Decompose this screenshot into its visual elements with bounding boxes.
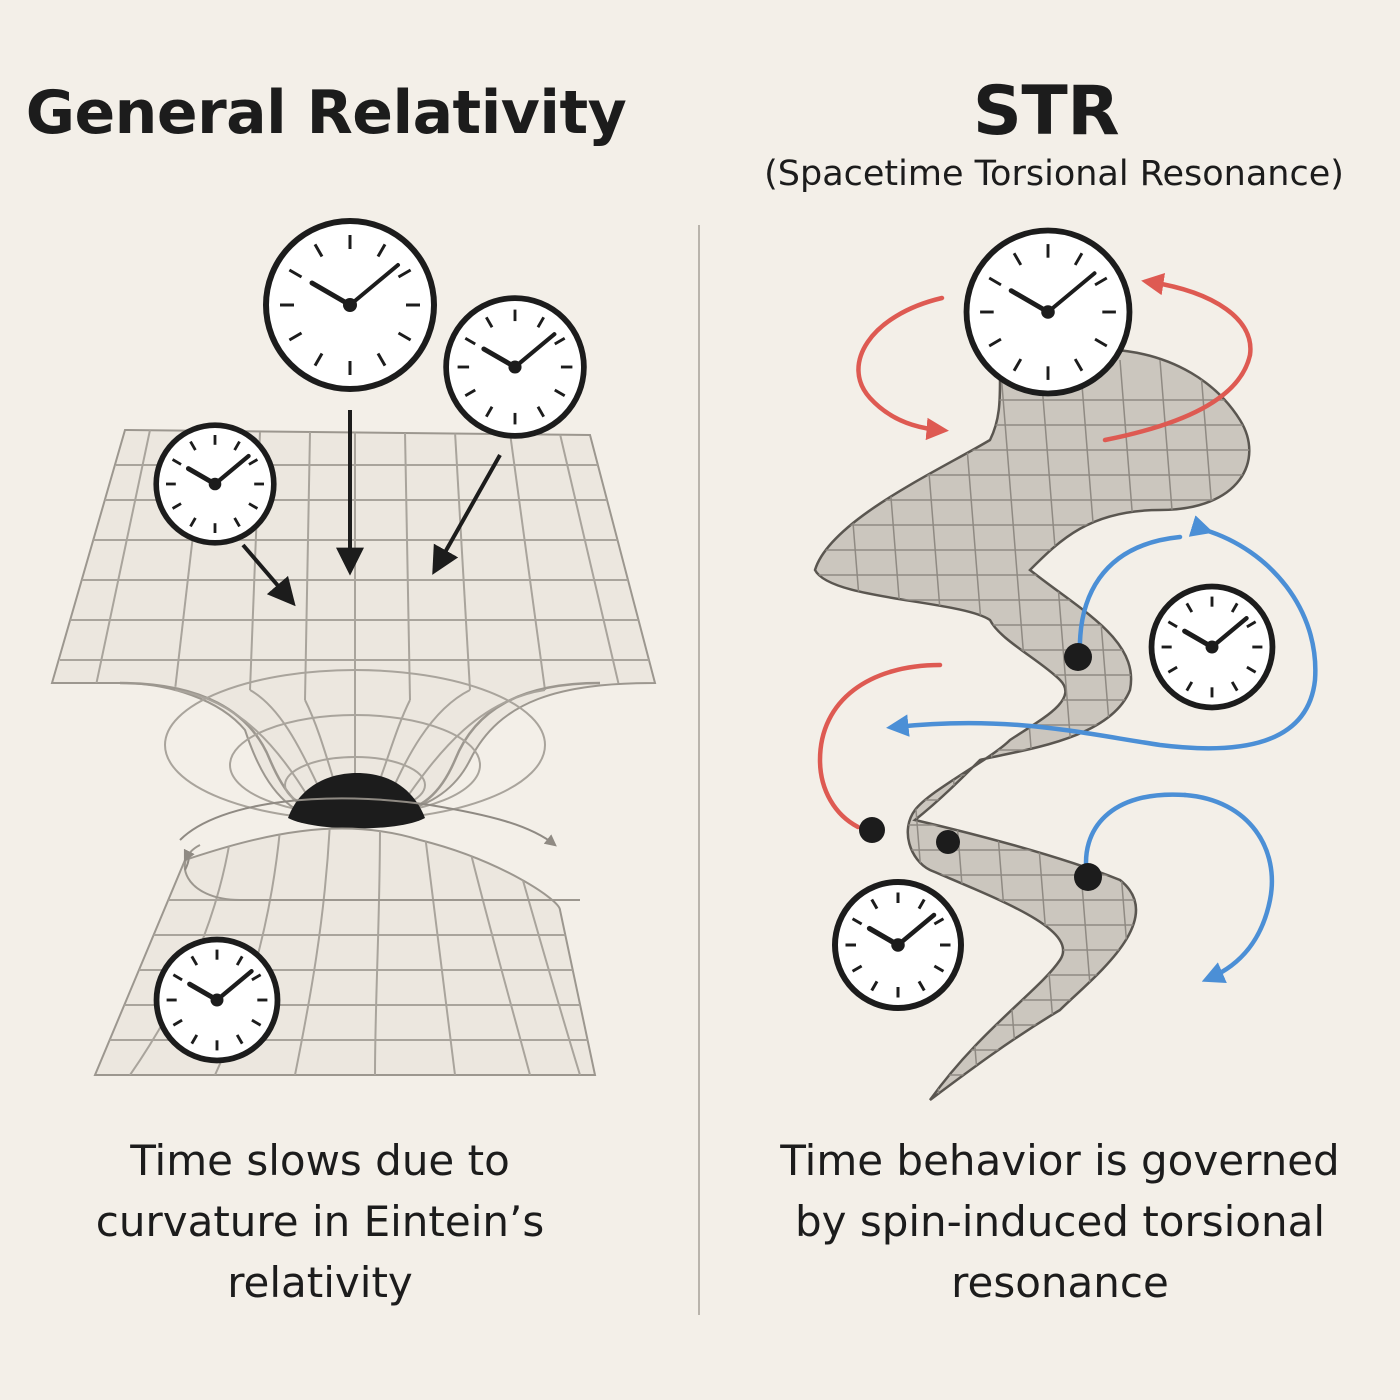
particle-dots	[859, 643, 1102, 891]
str-panel: STR (Spacetime Torsional Resonance) Time…	[700, 0, 1400, 1400]
str-caption-line-1: Time behavior is governed	[780, 1136, 1340, 1185]
gravity-arrows	[241, 410, 502, 607]
gr-caption-line-1: Time slows due to	[130, 1136, 510, 1185]
clock-icon	[263, 218, 437, 392]
panel-divider	[698, 225, 700, 1315]
str-caption: Time behavior is governed by spin-induce…	[730, 1130, 1390, 1313]
clock-icon	[443, 295, 587, 439]
orbit-lines	[179, 797, 557, 871]
black-hole	[288, 773, 425, 829]
gr-caption-line-2: curvature in Eintein’s	[95, 1197, 545, 1246]
str-caption-line-3: resonance	[951, 1258, 1169, 1307]
str-subtitle: (Spacetime Torsional Resonance)	[764, 154, 1344, 194]
str-title: STR	[972, 72, 1120, 151]
gr-title: General Relativity	[25, 78, 627, 148]
gr-caption-line-3: relativity	[227, 1258, 413, 1307]
spin-arrows-blue	[886, 515, 1318, 983]
gr-caption: Time slows due to curvature in Eintein’s…	[60, 1130, 580, 1313]
spacetime-grid-upper	[50, 428, 657, 813]
str-caption-line-2: by spin-induced torsional	[794, 1197, 1326, 1246]
clock-icon	[832, 879, 964, 1011]
general-relativity-panel: General Relativity Time slows due to cur…	[25, 78, 627, 1313]
clock-icon	[1148, 583, 1276, 711]
clock-icon	[153, 422, 277, 546]
clock-icon	[153, 936, 281, 1064]
clock-icon	[963, 227, 1133, 397]
